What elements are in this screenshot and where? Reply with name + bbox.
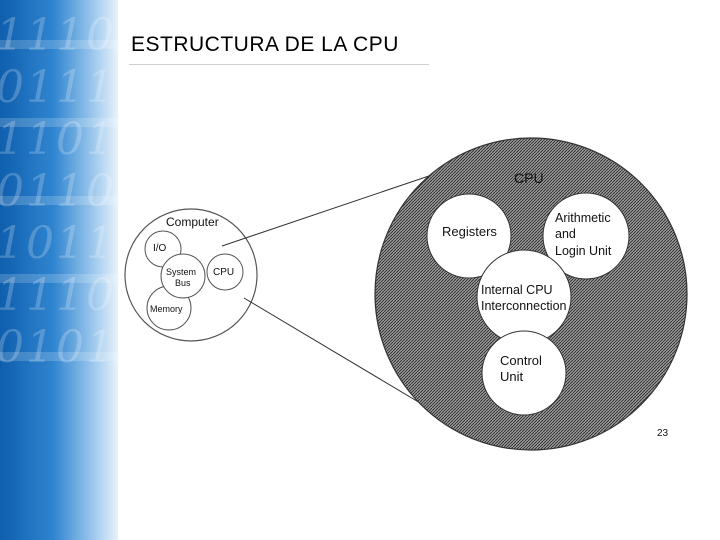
band-stripe <box>0 274 118 283</box>
control-unit-label-line1: Control <box>500 353 542 368</box>
band-digits: 1110 <box>0 270 116 321</box>
control-unit-label-line2: Unit <box>500 369 524 384</box>
cpu-detail: CPU Registers Arithmetic and Login Unit … <box>374 137 688 451</box>
interconnection-label-line1: Internal CPU <box>481 283 553 297</box>
band-digits: 0110 <box>0 166 116 217</box>
system-bus-label-line2: Bus <box>175 278 191 288</box>
band-stripe <box>0 196 118 205</box>
band-digits: 1110 <box>0 10 116 61</box>
band-stripe <box>0 352 118 361</box>
band-stripe <box>0 40 118 49</box>
band-digits: 0111 <box>0 62 116 113</box>
interconnection-circle <box>476 249 572 345</box>
alu-circle <box>542 192 630 280</box>
system-bus-circle <box>160 253 206 299</box>
alu-label-line1: Arithmetic <box>555 211 611 225</box>
title-rule <box>129 64 429 65</box>
io-label: I/O <box>153 243 167 254</box>
alu-label-line3: Login Unit <box>555 244 612 258</box>
memory-label: Memory <box>150 304 183 314</box>
computer-overview: Computer I/O System Bus CPU Memory <box>124 208 258 342</box>
computer-label: Computer <box>166 215 219 229</box>
cpu-small-label: CPU <box>213 267 234 278</box>
cpu-big-label: CPU <box>514 170 544 186</box>
system-bus-label-line1: System <box>166 267 196 277</box>
registers-circle <box>426 193 512 279</box>
side-decoration-band: 1110 0111 1101 0110 1011 1110 0101 <box>0 0 118 540</box>
interconnection-label-line2: Interconnection <box>481 299 567 313</box>
alu-label-line2: and <box>555 227 576 241</box>
slide-title: ESTRUCTURA DE LA CPU <box>131 33 399 56</box>
band-stripe <box>0 118 118 127</box>
band-digits: 0101 <box>0 322 116 373</box>
page-number: 23 <box>657 428 669 439</box>
registers-label: Registers <box>442 224 497 239</box>
control-unit-circle <box>481 330 567 416</box>
band-digits: 1101 <box>0 114 116 165</box>
cpu-small-circle <box>206 253 244 291</box>
band-digits: 1011 <box>0 218 116 269</box>
